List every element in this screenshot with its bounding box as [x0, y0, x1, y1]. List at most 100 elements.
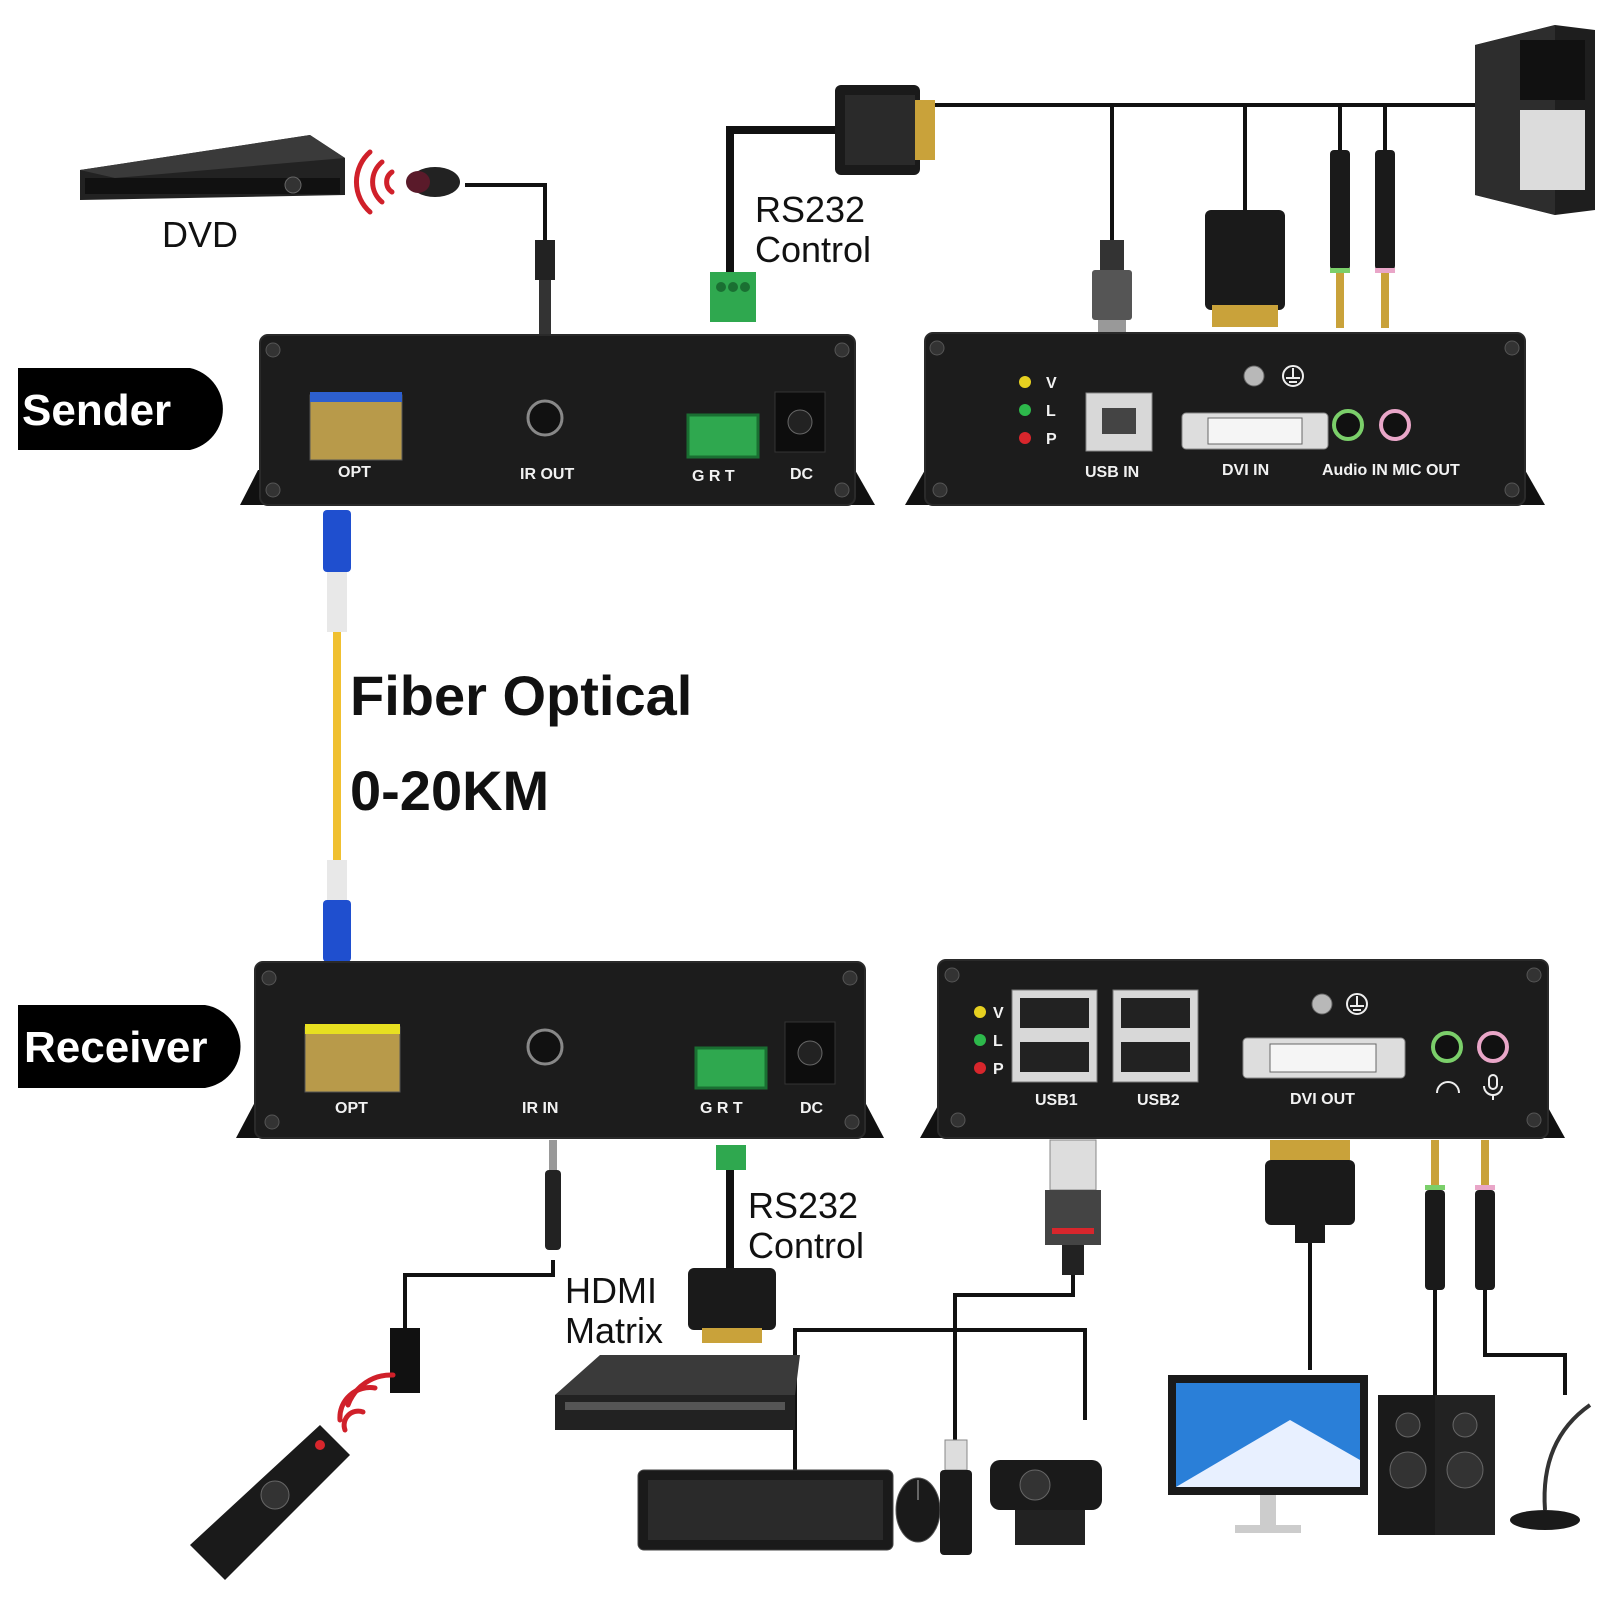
db9-connector-receiver: [688, 1268, 776, 1343]
microphone-stand: [1510, 1403, 1592, 1530]
mic-jack[interactable]: [1477, 1031, 1509, 1063]
usb-down-cable: [953, 1275, 1075, 1440]
audio-in-jack[interactable]: [1332, 409, 1364, 441]
cables: [403, 103, 1567, 1470]
receiver-opt-label: OPT: [335, 1100, 368, 1117]
audio-in-plug: [1330, 150, 1350, 328]
dvd-label: DVD: [162, 214, 238, 255]
hdmi-matrix-line2: Matrix: [565, 1310, 663, 1351]
receiver-grt-label: G R T: [700, 1100, 743, 1117]
usb-b-plug: [1092, 240, 1132, 332]
keyboard-cable: [793, 1328, 1087, 1470]
usb-a-plug: [1045, 1139, 1101, 1275]
headphone-jack[interactable]: [1431, 1031, 1463, 1063]
sender-badge: Sender: [18, 368, 223, 450]
ir-in-jack[interactable]: [526, 1028, 564, 1066]
wifi-arc-icon: [337, 1372, 396, 1433]
led-v-sender: [1019, 376, 1031, 388]
led-l-label-sender: L: [1046, 403, 1056, 420]
ir-in-plug: [545, 1140, 561, 1250]
dvi-out-plug: [1265, 1140, 1355, 1243]
terminal-plug-sender: [710, 272, 756, 322]
sender-grt-label: G R T: [692, 468, 735, 485]
rs232-sender-line2: Control: [755, 229, 871, 270]
ir-out-jack[interactable]: [526, 399, 564, 437]
fiber-optic-cable: [323, 510, 351, 962]
keyboard-icon: [637, 1469, 894, 1551]
usb1-ports[interactable]: [1011, 989, 1098, 1083]
receiver-dc-label: DC: [800, 1100, 824, 1117]
rs232-sender-line1: RS232: [755, 189, 865, 230]
sender-right-unit: V L P USB IN DVI IN Audio IN MIC OUT: [905, 332, 1545, 506]
sender-audio-label: Audio IN MIC OUT: [1322, 462, 1460, 479]
webcam-icon: [990, 1460, 1102, 1545]
desktop-tower-icon: [1475, 25, 1595, 215]
wifi-arc-icon: [354, 149, 395, 215]
mic-cable: [1483, 1290, 1567, 1395]
microphone-icon: [1483, 1074, 1503, 1100]
receiver-label: Receiver: [24, 1023, 207, 1072]
sender-usb-label: USB IN: [1085, 464, 1139, 481]
sender-dvi-label: DVI IN: [1222, 462, 1269, 479]
fiber-connector-bottom: [323, 900, 351, 962]
led-p-label-receiver: P: [993, 1061, 1004, 1078]
sender-dc-label: DC: [790, 466, 814, 483]
speakers-icon: [1378, 1395, 1495, 1535]
receiver-left-unit: OPT IR IN G R T DC: [236, 961, 884, 1139]
receiver-badge: Receiver: [18, 1005, 241, 1088]
sender-label: Sender: [22, 386, 171, 435]
fiber-title: Fiber Optical: [350, 664, 692, 727]
sender-left-unit: OPT IR OUT G R T DC: [240, 334, 875, 506]
ground-icon: [1346, 993, 1368, 1015]
rs232-terminal-sender[interactable]: [686, 413, 760, 459]
headphone-out-plug: [1425, 1140, 1445, 1290]
rs232-receiver-line2: Control: [748, 1225, 864, 1266]
dvi-in-plug: [1205, 210, 1285, 327]
usb-stick-icon: [940, 1439, 972, 1555]
ir-receiver-eye: [390, 1328, 420, 1393]
ground-icon: [1282, 365, 1304, 387]
mic-out-jack[interactable]: [1379, 409, 1411, 441]
rs232-sender-cable: [726, 126, 840, 275]
fiber-boot-bottom: [327, 860, 347, 900]
rs232-terminal-receiver[interactable]: [694, 1046, 768, 1090]
headphone-icon: [1436, 1081, 1460, 1094]
led-v-label-receiver: V: [993, 1005, 1004, 1022]
led-l-receiver: [974, 1034, 986, 1046]
ir-emitter-cable: [465, 183, 547, 245]
terminal-plug-receiver: [716, 1145, 746, 1170]
hdmi-matrix-line1: HDMI: [565, 1270, 657, 1311]
remote-control-icon: [190, 1425, 350, 1580]
sender-ir-label: IR OUT: [520, 466, 574, 483]
receiver-right-unit: V L P USB1 USB2 DVI: [920, 959, 1565, 1139]
fiber-boot-top: [327, 572, 347, 632]
ir-emitter: [406, 167, 460, 197]
rs232-receiver-line1: RS232: [748, 1185, 858, 1226]
dvd-player: [80, 135, 345, 200]
receiver-usb2-label: USB2: [1137, 1092, 1180, 1109]
mouse-icon: [895, 1477, 941, 1543]
led-l-sender: [1019, 404, 1031, 416]
screw-receiver: [1311, 993, 1333, 1015]
led-p-receiver: [974, 1062, 986, 1074]
receiver-ir-label: IR IN: [522, 1100, 558, 1117]
monitor-icon: [1168, 1375, 1368, 1533]
usb2-ports[interactable]: [1112, 989, 1199, 1083]
screw-sender: [1243, 365, 1265, 387]
db9-connector-sender: [835, 85, 935, 175]
mic-out-plug: [1375, 150, 1395, 328]
sfp-port-sender[interactable]: [309, 394, 403, 461]
mic-in-plug: [1475, 1140, 1495, 1290]
sfp-port-receiver[interactable]: [304, 1026, 401, 1093]
dc-jack-sender[interactable]: [774, 391, 826, 453]
led-l-label-receiver: L: [993, 1033, 1003, 1050]
ir-receiver-cable: [403, 1260, 555, 1330]
led-p-sender: [1019, 432, 1031, 444]
receiver-dvi-label: DVI OUT: [1290, 1091, 1355, 1108]
hdmi-matrix-device: [555, 1355, 800, 1430]
led-p-label-sender: P: [1046, 431, 1057, 448]
led-v-label-sender: V: [1046, 375, 1057, 392]
sender-opt-label: OPT: [338, 464, 371, 481]
receiver-usb1-label: USB1: [1035, 1092, 1078, 1109]
